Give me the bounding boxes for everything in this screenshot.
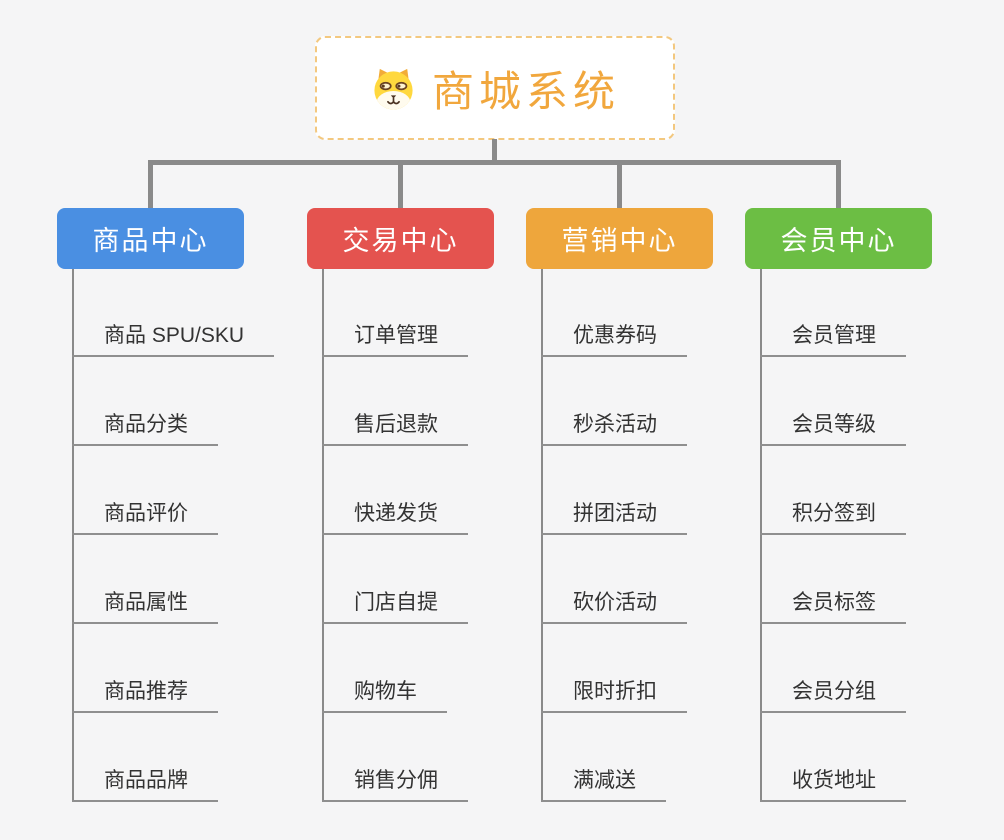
branch-box[interactable]: 商品中心 <box>57 208 244 269</box>
leaf-topic[interactable]: 商品分类 <box>72 411 218 446</box>
branch-label: 商品中心 <box>92 226 209 256</box>
dog-face-icon <box>374 68 413 110</box>
leaf-topic[interactable]: 门店自提 <box>322 589 468 624</box>
connector-branch-spine <box>541 269 543 802</box>
leaf-topic[interactable]: 购物车 <box>322 678 447 713</box>
connector-branch-drop <box>617 160 622 210</box>
connector-branch-drop <box>398 160 403 210</box>
connector-branch-spine <box>760 269 762 802</box>
leaf-topic[interactable]: 优惠券码 <box>541 322 687 357</box>
leaf-topic[interactable]: 会员管理 <box>760 322 906 357</box>
leaf-topic[interactable]: 满减送 <box>541 767 666 802</box>
root-node[interactable]: 商城系统 <box>315 36 675 140</box>
leaf-topic[interactable]: 销售分佣 <box>322 767 468 802</box>
branch-box[interactable]: 交易中心 <box>307 208 494 269</box>
root-title: 商城系统 <box>431 67 620 115</box>
connector-root-vertical <box>492 139 497 165</box>
leaf-topic[interactable]: 秒杀活动 <box>541 411 687 446</box>
leaf-topic[interactable]: 商品 SPU/SKU <box>72 322 275 357</box>
leaf-topic[interactable]: 积分签到 <box>760 500 906 535</box>
branch-box[interactable]: 会员中心 <box>745 208 932 269</box>
leaf-topic[interactable]: 会员标签 <box>760 589 906 624</box>
leaf-topic[interactable]: 砍价活动 <box>541 589 687 624</box>
leaf-topic[interactable]: 商品评价 <box>72 500 218 535</box>
leaf-topic[interactable]: 快递发货 <box>322 500 468 535</box>
branch-label: 营销中心 <box>561 226 678 256</box>
connector-branch-spine <box>72 269 74 802</box>
leaf-topic[interactable]: 限时折扣 <box>541 678 687 713</box>
leaf-topic[interactable]: 售后退款 <box>322 411 468 446</box>
branch-label: 交易中心 <box>342 226 459 256</box>
leaf-topic[interactable]: 收货地址 <box>760 767 906 802</box>
branch-box[interactable]: 营销中心 <box>526 208 713 269</box>
connector-branch-spine <box>322 269 324 802</box>
connector-branch-drop <box>836 160 841 210</box>
leaf-topic[interactable]: 商品推荐 <box>72 678 218 713</box>
leaf-topic[interactable]: 拼团活动 <box>541 500 687 535</box>
leaf-topic[interactable]: 会员分组 <box>760 678 906 713</box>
connector-bus <box>148 160 841 165</box>
connector-branch-drop <box>148 160 153 210</box>
leaf-topic[interactable]: 会员等级 <box>760 411 906 446</box>
leaf-topic[interactable]: 商品属性 <box>72 589 218 624</box>
leaf-topic[interactable]: 订单管理 <box>322 322 468 357</box>
leaf-topic[interactable]: 商品品牌 <box>72 767 218 802</box>
branch-label: 会员中心 <box>780 226 897 256</box>
